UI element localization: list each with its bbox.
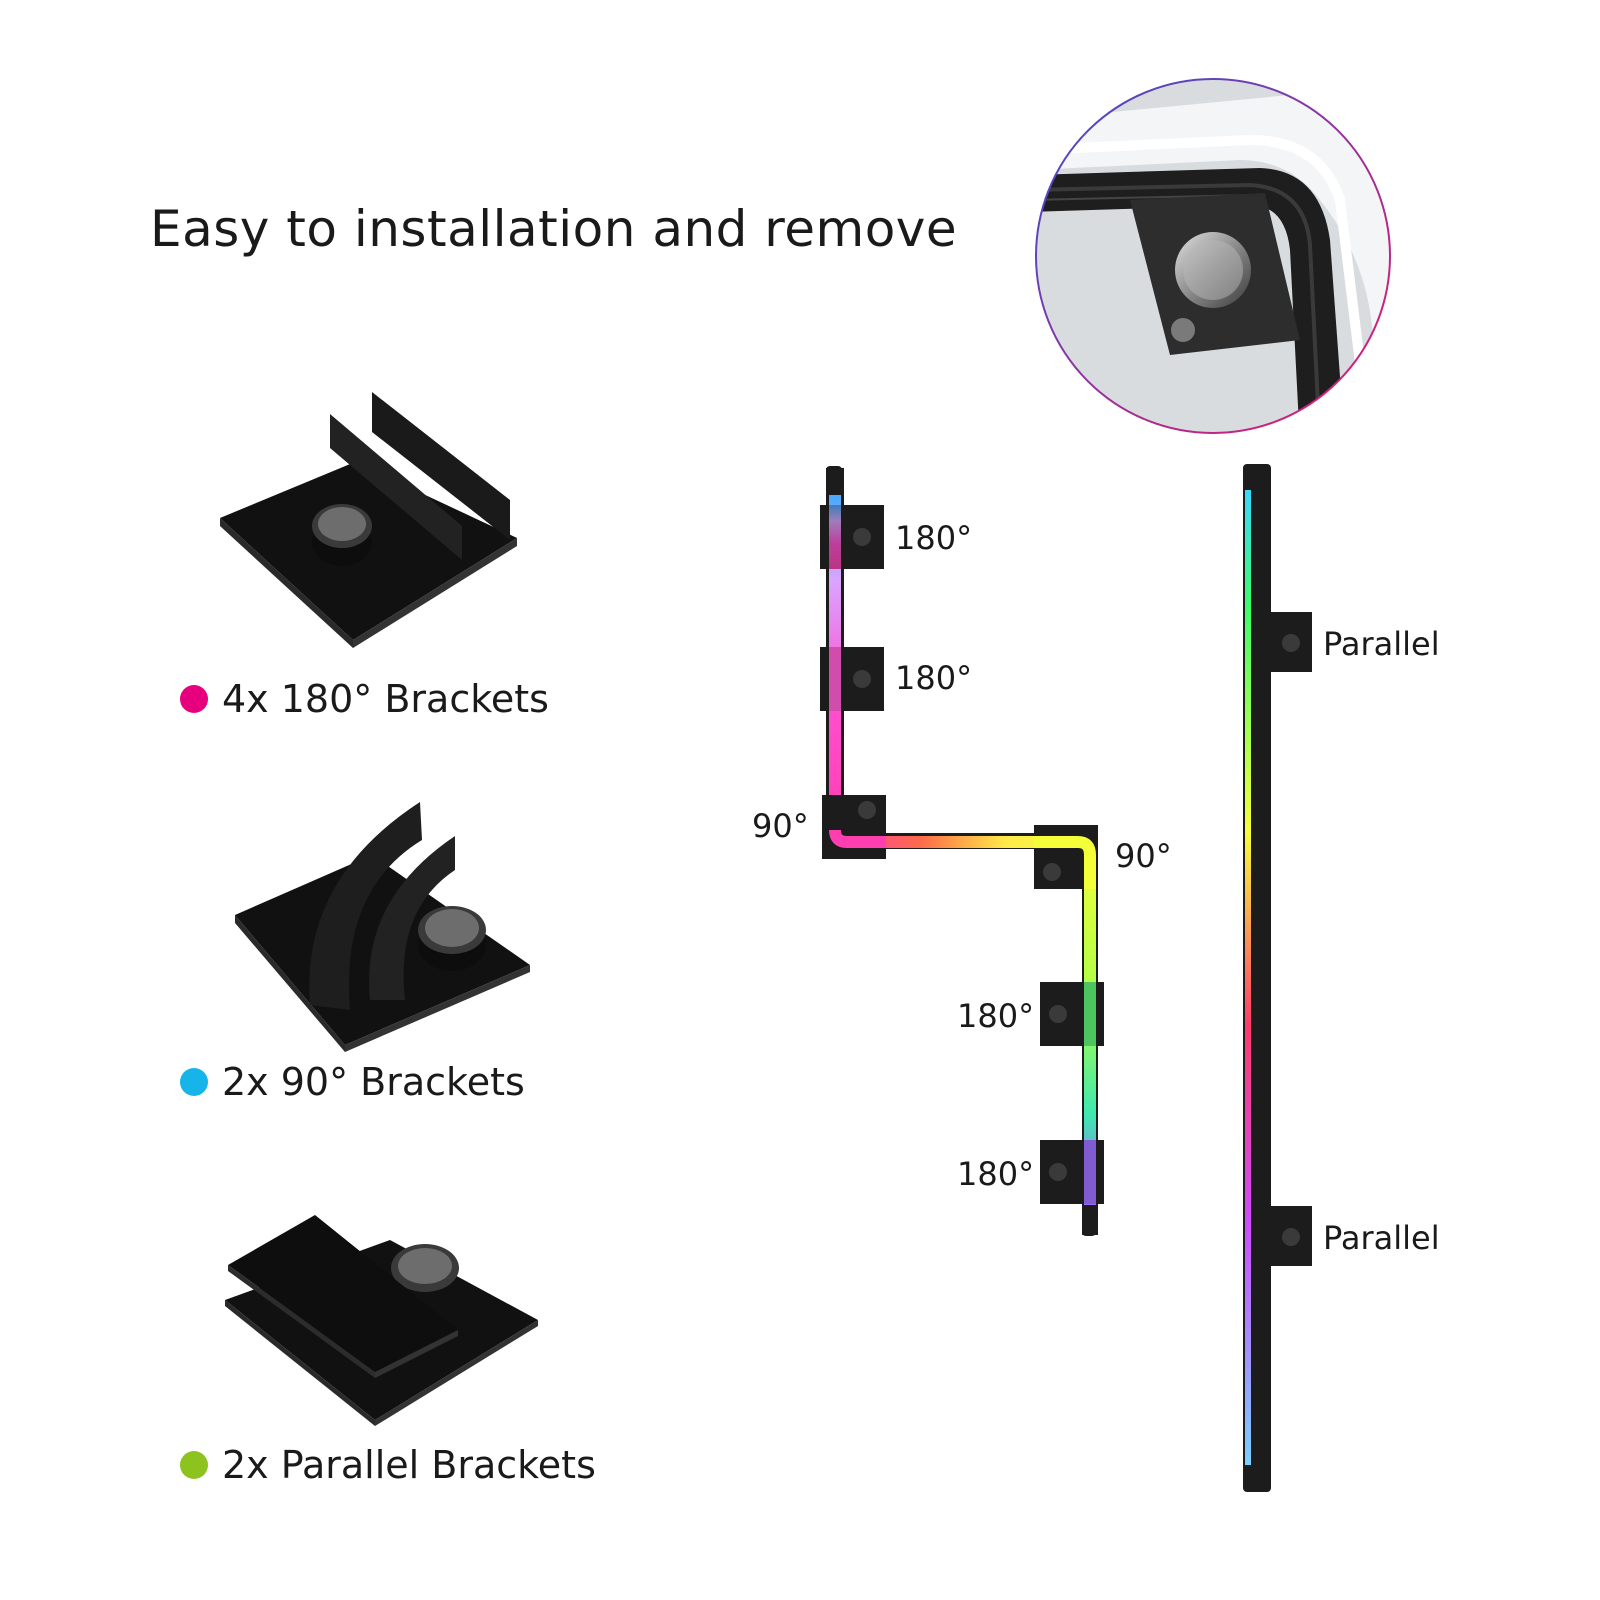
legend-label: 2x Parallel Brackets <box>222 1443 596 1487</box>
bracket-clip-90 <box>822 795 886 859</box>
angle-label: 90° <box>752 807 809 845</box>
bracket-180-illustration <box>220 392 517 648</box>
bracket-90-illustration <box>235 802 530 1052</box>
angle-label: 180° <box>957 1155 1035 1193</box>
bracket-clip-parallel <box>1252 1206 1312 1266</box>
bent-strip-diagram <box>820 466 1104 1236</box>
legend-label: 4x 180° Brackets <box>222 677 549 721</box>
legend-item-parallel: 2x Parallel Brackets <box>180 1443 596 1487</box>
parallel-label: Parallel <box>1323 1219 1440 1257</box>
green-dot-icon <box>180 1451 208 1479</box>
blue-dot-icon <box>180 1068 208 1096</box>
zoom-detail <box>1035 78 1391 434</box>
headline: Easy to installation and remove <box>150 200 958 258</box>
pink-dot-icon <box>180 685 208 713</box>
legend-item-180: 4x 180° Brackets <box>180 677 549 721</box>
legend-label: 2x 90° Brackets <box>222 1060 525 1104</box>
angle-label: 180° <box>957 997 1035 1035</box>
bracket-clip-parallel <box>1252 612 1312 672</box>
bracket-parallel-illustration <box>225 1215 538 1426</box>
parallel-label: Parallel <box>1323 625 1440 663</box>
straight-strip-diagram <box>1243 464 1312 1492</box>
angle-label: 90° <box>1115 837 1172 875</box>
legend-item-90: 2x 90° Brackets <box>180 1060 525 1104</box>
angle-label: 180° <box>895 519 973 557</box>
angle-label: 180° <box>895 659 973 697</box>
